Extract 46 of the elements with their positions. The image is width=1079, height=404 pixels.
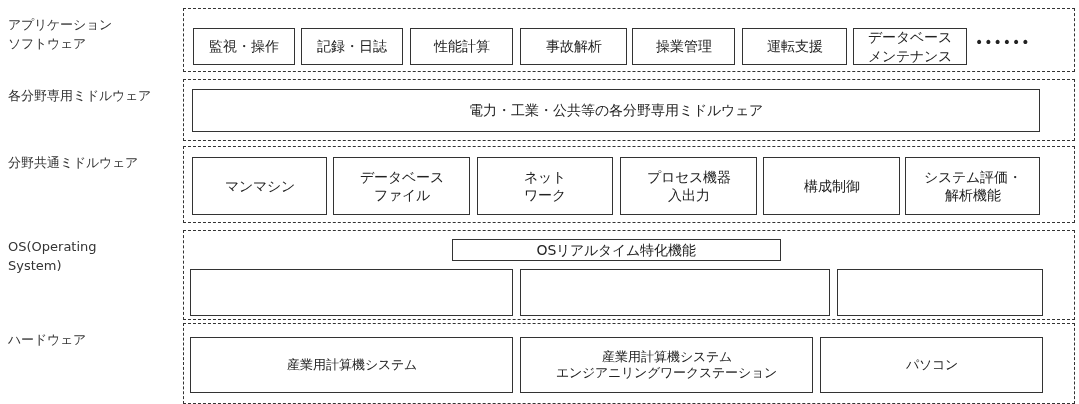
- module-box: [190, 337, 513, 393]
- module-box: [763, 157, 900, 215]
- layer-heading: ハードウェア: [8, 331, 87, 349]
- module-box: [192, 89, 1040, 132]
- module-box: [452, 239, 781, 261]
- module-label: 産業用計算機システム: [601, 348, 732, 365]
- module-label: 操業管理: [655, 37, 712, 56]
- module-box: [477, 157, 613, 215]
- module-label: 記録・日誌: [317, 37, 387, 56]
- module-box: [742, 28, 847, 65]
- module-box: [333, 157, 470, 215]
- module-label: パソコン: [905, 356, 958, 374]
- module-box: [820, 337, 1043, 393]
- empty-box: [520, 269, 830, 316]
- module-label: マンマシン: [224, 176, 295, 196]
- module-label: 産業用計算機システム: [286, 356, 417, 374]
- module-label: データベースメンテナンス: [868, 28, 952, 65]
- module-box: [410, 28, 513, 65]
- module-box: [193, 28, 295, 65]
- layer-heading: アプリケーションソフトウェア: [8, 16, 112, 53]
- module-label: エンジアニリングワークステーション: [556, 365, 777, 382]
- empty-box: [837, 269, 1043, 316]
- module-label: 性能計算: [433, 37, 490, 56]
- module-label: OSリアルタイム特化機能: [536, 240, 697, 260]
- module-label: 事故解析: [545, 37, 602, 56]
- module-label: 電力・工業・公共等の各分野専用ミドルウェア: [469, 101, 763, 120]
- ellipsis: ••••••: [975, 34, 1031, 50]
- layer-heading: 各分野専用ミドルウェア: [8, 87, 151, 105]
- module-label: プロセス機器入出力: [646, 167, 731, 205]
- module-box: [520, 28, 627, 65]
- layer-heading: 分野共通ミドルウェア: [8, 154, 138, 172]
- module-label: データベースファイル: [359, 167, 444, 205]
- module-box: [620, 157, 757, 215]
- empty-box: [190, 269, 513, 316]
- module-label: ネットワーク: [524, 167, 566, 205]
- module-label: 運転支援: [766, 37, 823, 56]
- module-box: [192, 157, 327, 215]
- module-label: システム評価・解析機能: [923, 167, 1022, 205]
- module-label: 構成制御: [803, 176, 860, 196]
- layer-heading: OS(Operating System): [8, 238, 98, 275]
- module-box: [853, 28, 967, 65]
- module-box: [520, 337, 813, 393]
- module-box: [632, 28, 735, 65]
- module-box: [905, 157, 1040, 215]
- module-label: 監視・操作: [209, 37, 279, 56]
- module-box: [301, 28, 403, 65]
